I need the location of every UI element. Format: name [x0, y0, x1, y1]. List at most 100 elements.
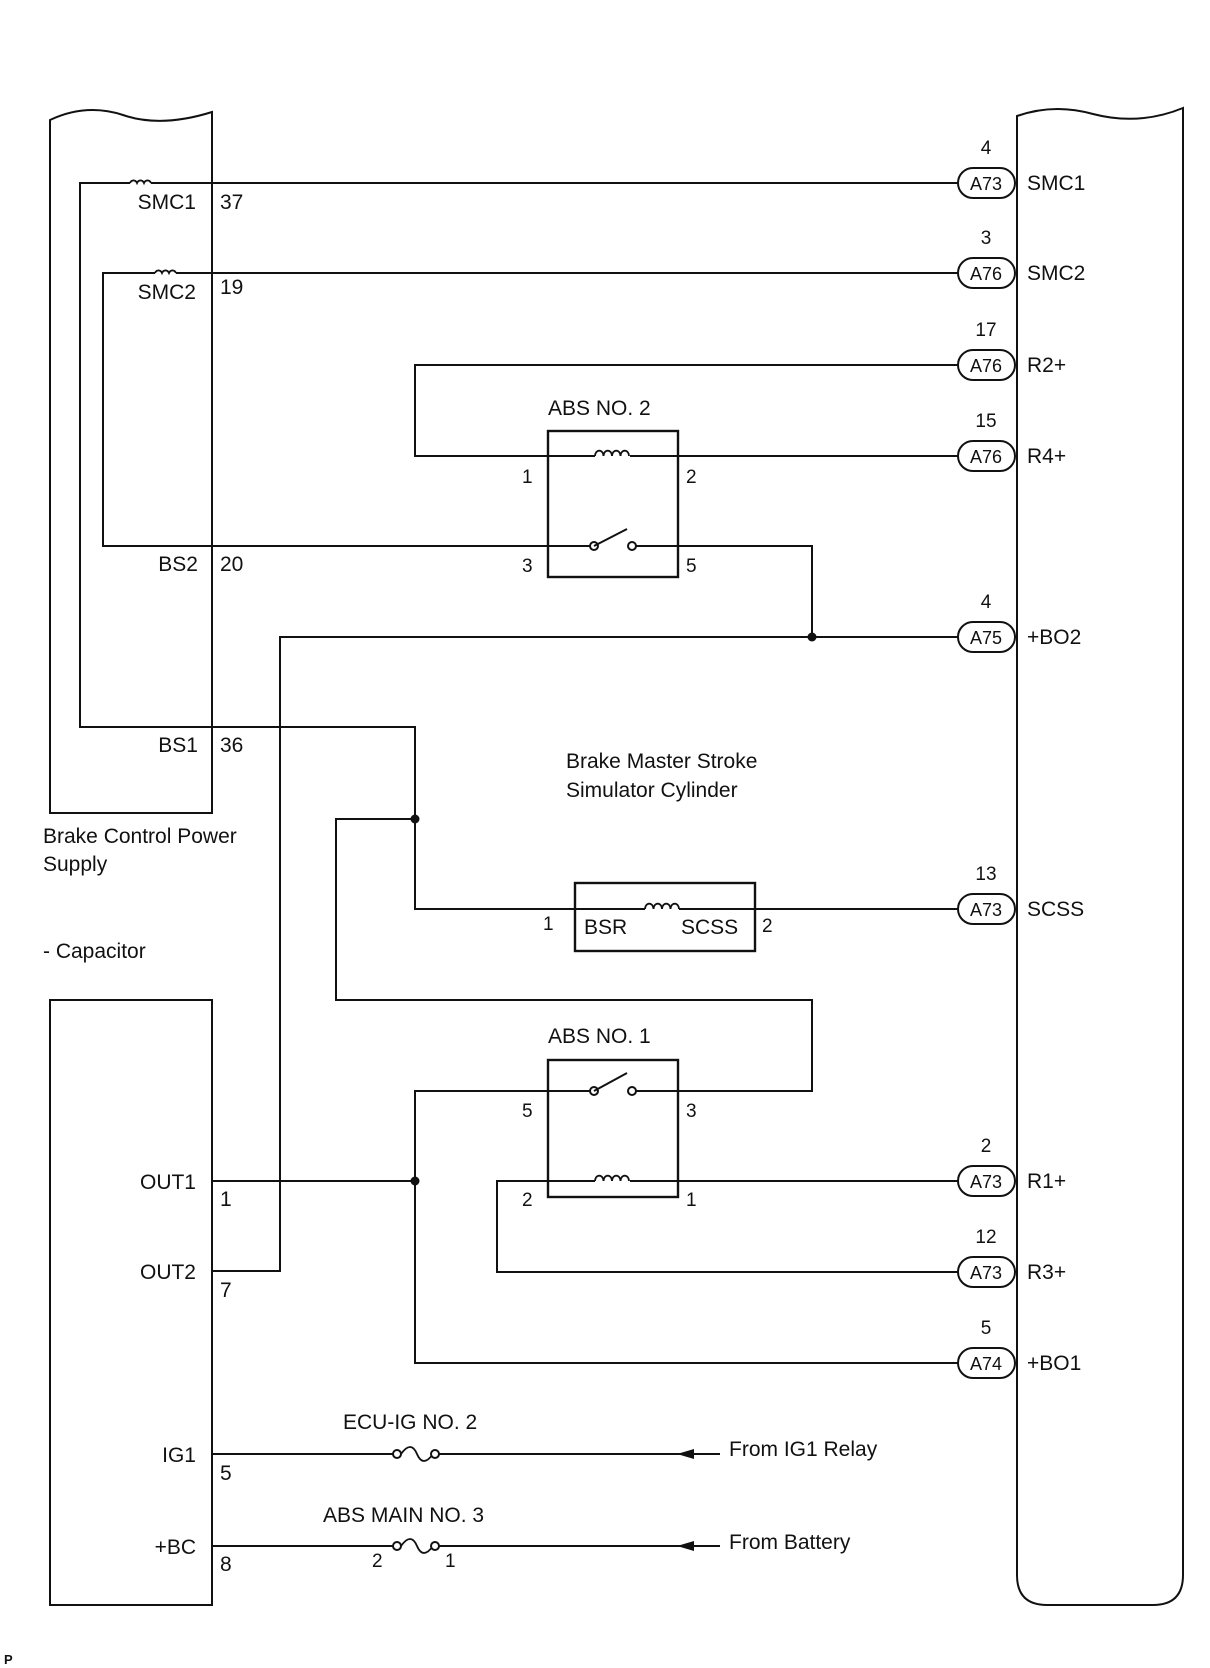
capacitor-module — [49, 999, 213, 1606]
terminal-pin: 5 — [220, 1462, 232, 1485]
connector-signal: R1+ — [1027, 1170, 1066, 1193]
splice-points — [410, 632, 817, 1186]
connector-id: A76 — [970, 356, 1002, 376]
connector-oval — [957, 893, 1016, 925]
choke-smc1 — [129, 179, 152, 186]
connector-pin: 5 — [981, 1318, 992, 1339]
relay-abs1-pin: 1 — [686, 1190, 697, 1211]
terminal-name: +BC — [155, 1536, 196, 1559]
arrow-from-battery-icon — [677, 1541, 694, 1551]
skid-control-ecu — [1016, 106, 1184, 1606]
relay-abs1-pin: 2 — [522, 1190, 533, 1211]
simulator-label: Brake Master Stroke — [566, 750, 757, 773]
terminal-pin: 37 — [220, 191, 243, 214]
terminal-pin: 7 — [220, 1279, 232, 1302]
connector-oval — [957, 1256, 1016, 1288]
relay-abs2-pin: 3 — [522, 556, 533, 577]
relay-abs-no2 — [546, 429, 680, 579]
relay-abs2-pin: 2 — [686, 467, 697, 488]
capacitor-subtitle: - Capacitor — [43, 940, 146, 963]
connector-signal: SMC2 — [1027, 262, 1085, 285]
relay-abs2-label: ABS NO. 2 — [548, 397, 651, 420]
power-supply-module — [49, 109, 213, 814]
connector-signal: R3+ — [1027, 1261, 1066, 1284]
connector-id: A76 — [970, 447, 1002, 467]
power-supply-title: Brake Control Power — [43, 825, 237, 848]
terminal-name: OUT1 — [140, 1171, 196, 1194]
connector-oval — [957, 257, 1016, 289]
terminal-name: BS2 — [158, 553, 198, 576]
connector-id: A73 — [970, 1172, 1002, 1192]
connector-pin: 12 — [975, 1227, 996, 1248]
fuse-ecu-ig2-label: ECU-IG NO. 2 — [343, 1411, 477, 1434]
connector-id: A75 — [970, 628, 1002, 648]
capacitor-terminals: OUT1 1 OUT2 7 IG1 5 +BC 8 — [140, 1171, 232, 1576]
relay-abs1-label: ABS NO. 1 — [548, 1025, 651, 1048]
fuse-abs-main3-pin: 2 — [372, 1551, 383, 1572]
splice-out1 — [410, 1176, 420, 1186]
connector-pin: 3 — [981, 228, 992, 249]
terminal-name: IG1 — [162, 1444, 196, 1467]
terminal-name: SMC1 — [138, 191, 196, 214]
connector-oval — [957, 167, 1016, 199]
simulator-pin: 2 — [762, 916, 773, 937]
fuse-abs-main3-icon — [392, 1538, 440, 1554]
relay-abs1-pin: 5 — [522, 1101, 533, 1122]
fuse-abs-main3-pin: 1 — [445, 1551, 456, 1572]
simulator-terminal-bsr: BSR — [584, 916, 627, 939]
connector-signal: +BO1 — [1027, 1352, 1081, 1375]
connector-oval — [957, 621, 1016, 653]
choke-smc2 — [154, 269, 177, 276]
relay-abs2-pin: 5 — [686, 556, 697, 577]
connector-oval — [957, 1347, 1016, 1379]
connector-id: A76 — [970, 264, 1002, 284]
fuse-ecu-ig2-icon — [392, 1446, 440, 1462]
connector-pin: 13 — [975, 864, 996, 885]
simulator-terminal-scss: SCSS — [681, 916, 738, 939]
connector-signal: R2+ — [1027, 354, 1066, 377]
connector-signal: SMC1 — [1027, 172, 1085, 195]
connector-pin: 17 — [975, 320, 996, 341]
terminal-name: SMC2 — [138, 281, 196, 304]
arrow-from-ig1-relay-icon — [677, 1449, 694, 1459]
power-supply-title-line2: Supply — [43, 853, 108, 876]
source-battery: From Battery — [729, 1531, 851, 1554]
stroke-simulator — [573, 881, 757, 953]
splice-bs1 — [410, 814, 420, 824]
relay-abs-no1 — [546, 1058, 680, 1199]
connector-pin: 15 — [975, 411, 996, 432]
terminal-pin: 8 — [220, 1553, 232, 1576]
connector-pin: 4 — [981, 592, 992, 613]
connector-pin: 4 — [981, 138, 992, 159]
terminal-name: BS1 — [158, 734, 198, 757]
simulator-solenoid-icon — [644, 902, 680, 910]
connector-id: A73 — [970, 1263, 1002, 1283]
simulator-pin: 1 — [543, 914, 554, 935]
connector-oval — [957, 1165, 1016, 1197]
connector-id: A74 — [970, 1354, 1002, 1374]
terminal-pin: 19 — [220, 276, 243, 299]
connector-oval — [957, 440, 1016, 472]
connector-signal: SCSS — [1027, 898, 1084, 921]
power-supply-terminals: SMC1 37 SMC2 19 BS2 20 BS1 36 — [138, 191, 244, 757]
connector-signal: +BO2 — [1027, 626, 1081, 649]
relay-abs1-pin: 3 — [686, 1101, 697, 1122]
connector-id: A73 — [970, 174, 1002, 194]
relay-abs2-coil-icon — [594, 449, 630, 457]
connector-signal: R4+ — [1027, 445, 1066, 468]
terminal-pin: 36 — [220, 734, 243, 757]
wires — [79, 182, 960, 1547]
connector-oval — [957, 349, 1016, 381]
connector-pin: 2 — [981, 1136, 992, 1157]
